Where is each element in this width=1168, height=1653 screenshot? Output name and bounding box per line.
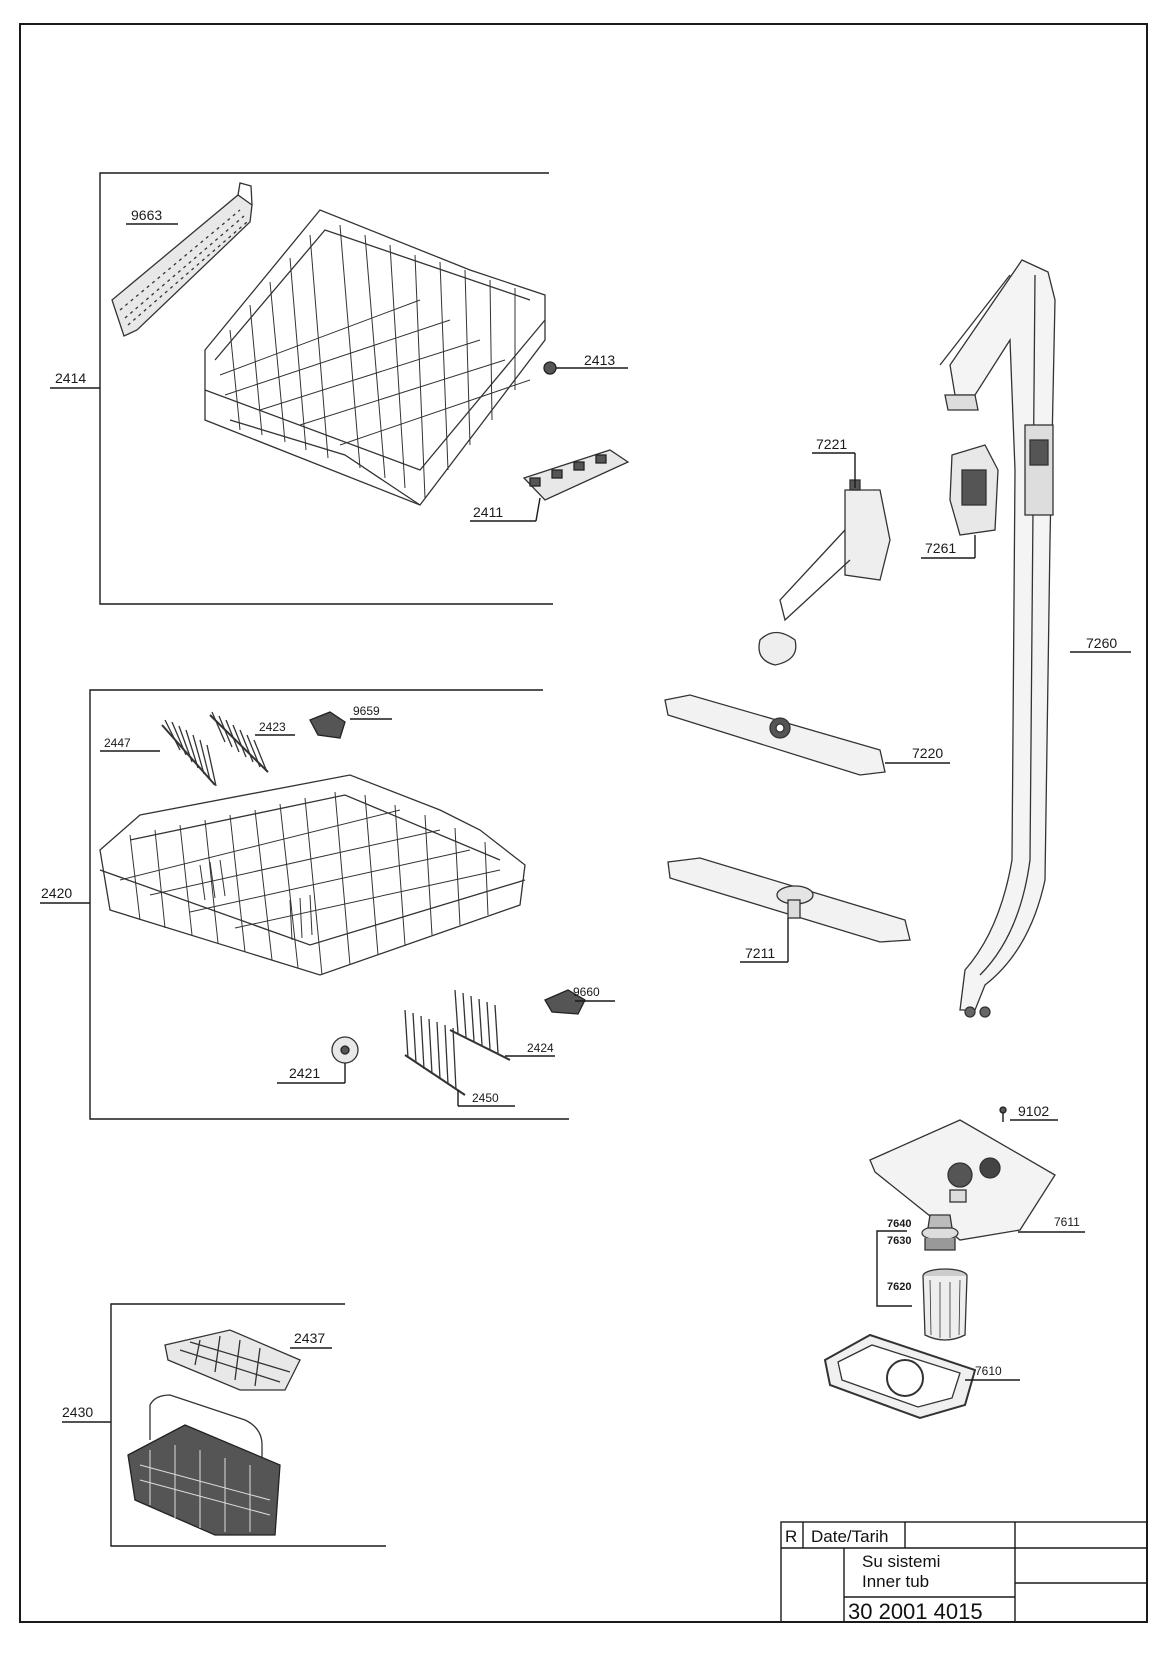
part-labels: 9663 2414 2413 2411 7221 7261 7260 9659 … xyxy=(41,207,1117,1420)
label-2450: 2450 xyxy=(472,1091,499,1105)
label-7260: 7260 xyxy=(1086,635,1117,651)
label-2437: 2437 xyxy=(294,1330,325,1346)
label-7610: 7610 xyxy=(975,1364,1002,1378)
title-block-date-label: Date/Tarih xyxy=(811,1527,888,1546)
micro-filter-7620 xyxy=(922,1268,968,1341)
label-9102: 9102 xyxy=(1018,1103,1049,1119)
title-block-drawing-no: 30 2001 4015 xyxy=(848,1599,983,1624)
cutlery-basket-group xyxy=(62,1303,386,1547)
basket-roller-2413 xyxy=(543,361,557,375)
rail-clip-2411 xyxy=(522,449,630,501)
cutlery-basket-bracket xyxy=(110,1303,386,1547)
label-9659: 9659 xyxy=(353,704,380,718)
label-7220: 7220 xyxy=(912,745,943,761)
tine-row-2423 xyxy=(209,711,269,773)
label-2414: 2414 xyxy=(55,370,86,386)
title-block-title-en: Inner tub xyxy=(862,1572,929,1591)
spray-arm-7220 xyxy=(664,694,886,776)
label-7211: 7211 xyxy=(745,945,775,961)
label-7611: 7611 xyxy=(1054,1215,1080,1229)
label-2423: 2423 xyxy=(259,720,286,734)
cutlery-shelf-9663 xyxy=(111,182,253,337)
label-9663: 9663 xyxy=(131,207,162,223)
label-2413: 2413 xyxy=(584,352,615,368)
clip-9660 xyxy=(544,989,586,1015)
spray-arm-7211 xyxy=(667,857,911,943)
lower-basket-group xyxy=(40,689,615,1120)
label-2421: 2421 xyxy=(289,1065,320,1081)
label-2424: 2424 xyxy=(527,1041,554,1055)
sump-cover-7611 xyxy=(869,1119,1056,1241)
cutlery-lid-2437 xyxy=(164,1329,301,1391)
water-pipe-7260 xyxy=(939,259,1056,1018)
label-7630: 7630 xyxy=(887,1235,911,1247)
label-2430: 2430 xyxy=(62,1404,93,1420)
label-7640: 7640 xyxy=(887,1218,911,1230)
label-2420: 2420 xyxy=(41,885,72,901)
wheel-2421 xyxy=(331,1036,359,1064)
label-2411: 2411 xyxy=(473,504,503,520)
screw-9102 xyxy=(999,1106,1007,1122)
title-block-title-tr: Su sistemi xyxy=(862,1552,940,1571)
label-7221: 7221 xyxy=(816,436,847,452)
cutlery-basket-2430 xyxy=(127,1394,281,1536)
title-block-rev: R xyxy=(785,1527,797,1546)
title-block: R Date/Tarih Su sistemi Inner tub 30 200… xyxy=(780,1521,1148,1624)
spray-riser-7221 xyxy=(758,479,891,666)
lower-basket-bracket xyxy=(89,689,569,1120)
upper-wire-basket xyxy=(204,209,546,506)
drawing-border xyxy=(19,23,1148,1623)
pipe-connector-7261 xyxy=(949,444,999,536)
fine-filter-7610 xyxy=(823,1333,977,1420)
label-7261: 7261 xyxy=(925,540,956,556)
lower-wire-basket xyxy=(99,774,526,976)
coarse-filter-7630 xyxy=(921,1214,959,1251)
label-7620: 7620 xyxy=(887,1281,911,1293)
tine-rack-2424 xyxy=(449,989,511,1061)
tine-rack-2450 xyxy=(404,1009,466,1096)
tine-row-2447 xyxy=(161,719,217,787)
clip-9659 xyxy=(309,711,346,739)
label-2447: 2447 xyxy=(104,736,131,750)
upper-basket-group xyxy=(50,172,630,605)
label-9660: 9660 xyxy=(573,985,600,999)
